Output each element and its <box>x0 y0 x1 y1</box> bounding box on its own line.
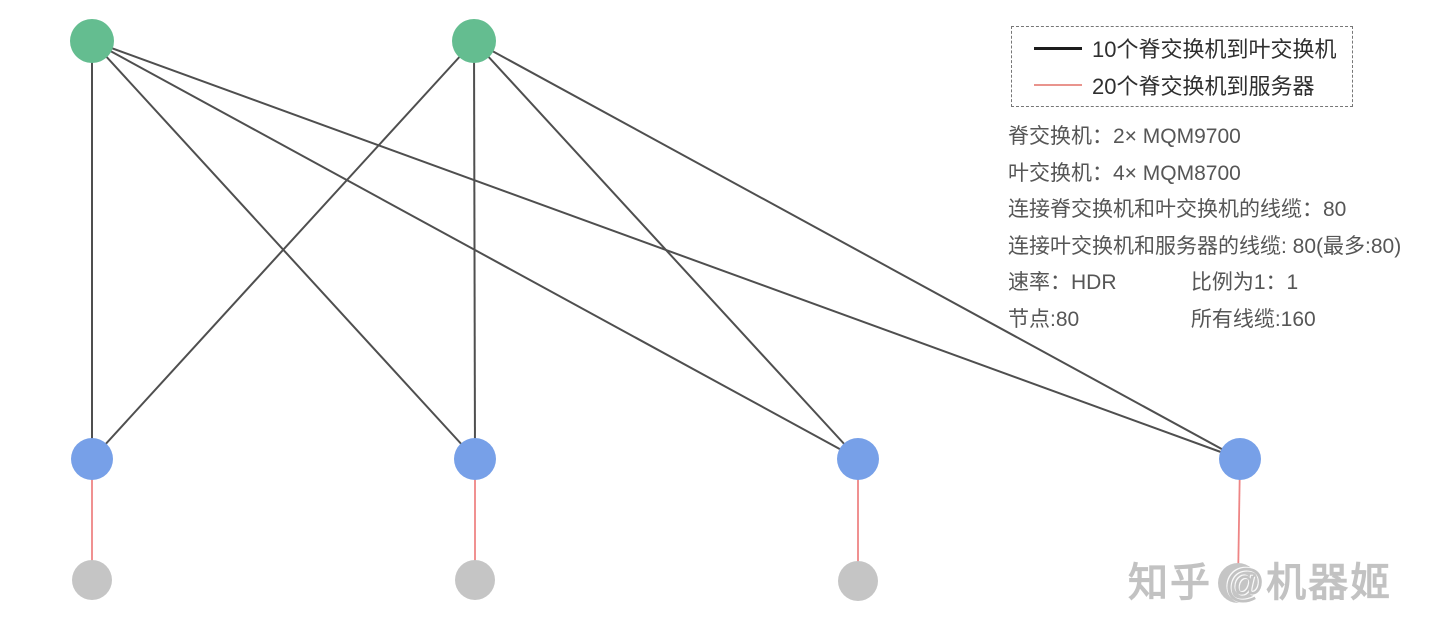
spine-node-1 <box>70 19 114 63</box>
legend-item-leaf-server: 20个脊交换机到服务器 <box>1012 68 1352 102</box>
info-spine-leaf-cables: 连接脊交换机和叶交换机的线缆：80 <box>1008 198 1347 221</box>
legend-box: 10个脊交换机到叶交换机 20个脊交换机到服务器 <box>1011 26 1353 107</box>
zhihu-watermark: 知乎 @机器姬 <box>1128 561 1393 605</box>
server-node-3 <box>838 561 878 601</box>
leaf-node-3 <box>837 438 879 480</box>
info-rate: 速率：HDR <box>1008 271 1117 294</box>
server-node-1 <box>72 560 112 600</box>
info-total-cables: 所有线缆:160 <box>1190 307 1316 331</box>
info-ratio: 比例为1：1 <box>1190 271 1299 294</box>
spine-node-2 <box>452 19 496 63</box>
leaf-node-1 <box>71 438 113 480</box>
info-node-count: 节点:80 <box>1008 307 1080 331</box>
edge-spine2-leaf1 <box>91 40 475 460</box>
info-spine-switches: 脊交换机：2× MQM9700 <box>1008 125 1241 148</box>
edge-spine2-leaf3 <box>473 40 859 460</box>
server-node-2 <box>455 560 495 600</box>
info-leaf-server-cables: 连接叶交换机和服务器的线缆: 80(最多:80) <box>1008 234 1402 258</box>
info-leaf-switches: 叶交换机：4× MQM8700 <box>1008 161 1241 185</box>
edge-spine2-leaf2 <box>473 40 476 460</box>
legend-red-line-swatch <box>1034 83 1082 86</box>
legend-label-spine-leaf: 10个脊交换机到叶交换机 <box>1092 37 1337 63</box>
legend-item-spine-leaf: 10个脊交换机到叶交换机 <box>1012 31 1352 65</box>
info-rate-ratio-row: 速率：HDR 比例为1：1 <box>1008 265 1438 302</box>
server-node-4 <box>1218 563 1258 603</box>
edge-spine2-leaf4 <box>473 40 1241 460</box>
info-panel: 脊交换机：2× MQM9700 叶交换机：4× MQM8700 连接脊交换机和叶… <box>1008 119 1438 338</box>
leaf-node-4 <box>1219 438 1261 480</box>
legend-label-leaf-server: 20个脊交换机到服务器 <box>1092 73 1315 99</box>
legend-black-line-swatch <box>1034 46 1082 50</box>
info-nodes-cables-row: 节点:80 所有线缆:160 <box>1008 302 1438 339</box>
leaf-node-2 <box>454 438 496 480</box>
